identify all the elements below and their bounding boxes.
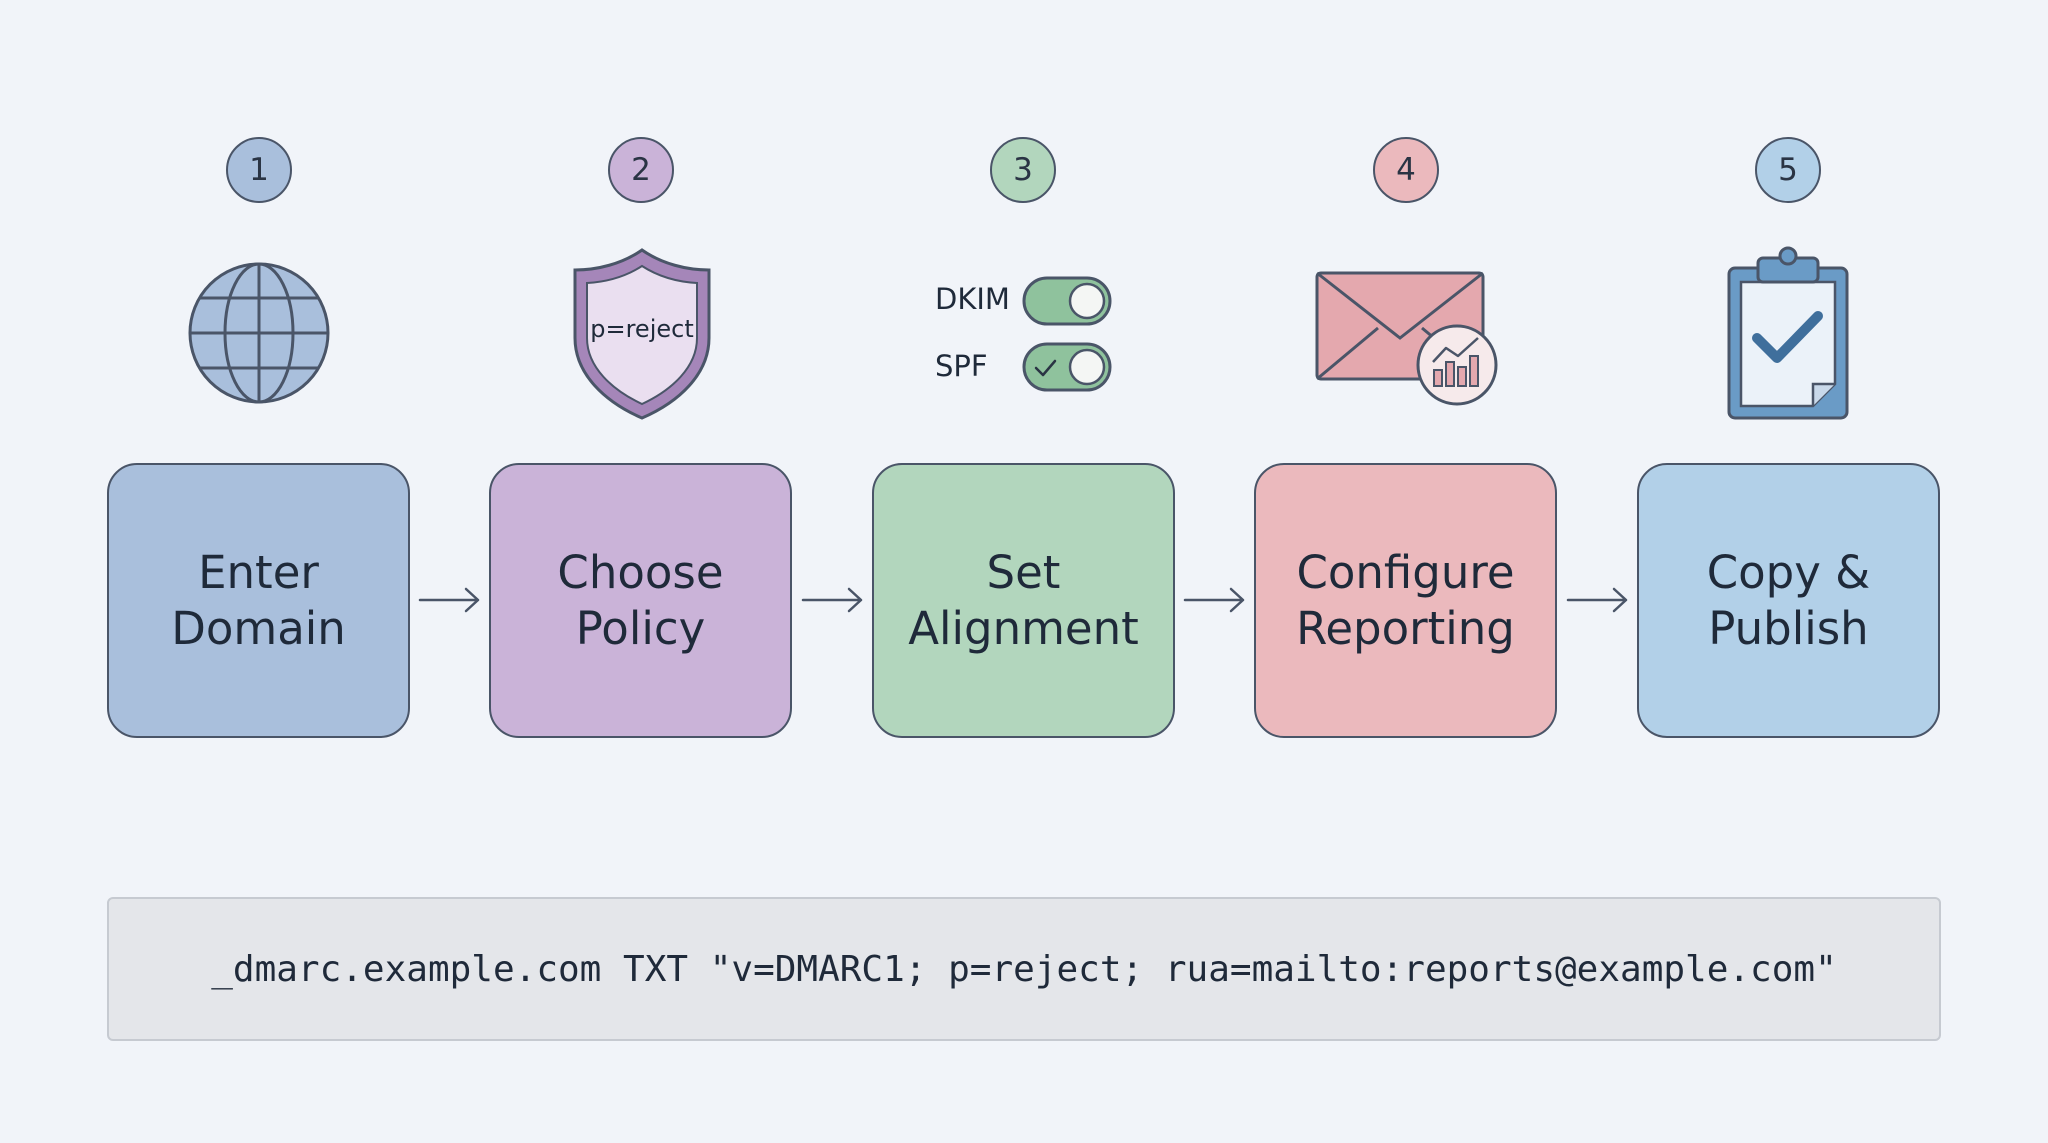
- spf-toggle-label: SPF: [935, 349, 988, 383]
- step-5-number-badge: 5: [1755, 137, 1821, 203]
- dkim-toggle-icon[interactable]: [1021, 275, 1113, 327]
- step-3-set-alignment-box: Set Alignment: [872, 463, 1175, 738]
- dns-record-box: _dmarc.example.com TXT "v=DMARC1; p=reje…: [107, 897, 1941, 1041]
- step-2-label: Choose Policy: [557, 545, 724, 655]
- step-4-configure-reporting-box: Configure Reporting: [1254, 463, 1557, 738]
- globe-icon: [188, 262, 330, 404]
- dkim-toggle-label: DKIM: [935, 282, 1010, 316]
- step-3-number-badge: 3: [990, 137, 1056, 203]
- spf-toggle-icon[interactable]: [1021, 341, 1113, 393]
- dns-record-text: _dmarc.example.com TXT "v=DMARC1; p=reje…: [211, 948, 1837, 990]
- envelope-chart-icon: [1315, 271, 1498, 406]
- shield-policy-text: p=reject: [590, 315, 694, 343]
- step-5-label: Copy & Publish: [1706, 545, 1871, 655]
- arrow-right-icon: [1566, 587, 1628, 613]
- arrow-right-icon: [801, 587, 863, 613]
- shield-icon: p=reject: [573, 248, 711, 420]
- step-3-label: Set Alignment: [908, 545, 1139, 655]
- clipboard-check-icon: [1727, 246, 1849, 420]
- step-4-label: Configure Reporting: [1296, 545, 1515, 655]
- step-1-enter-domain-box: Enter Domain: [107, 463, 410, 738]
- arrow-right-icon: [418, 587, 480, 613]
- step-1-number-badge: 1: [226, 137, 292, 203]
- step-4-number-badge: 4: [1373, 137, 1439, 203]
- arrow-right-icon: [1183, 587, 1245, 613]
- step-2-choose-policy-box: Choose Policy: [489, 463, 792, 738]
- step-2-number-badge: 2: [608, 137, 674, 203]
- step-1-label: Enter Domain: [171, 545, 346, 655]
- step-5-copy-publish-box: Copy & Publish: [1637, 463, 1940, 738]
